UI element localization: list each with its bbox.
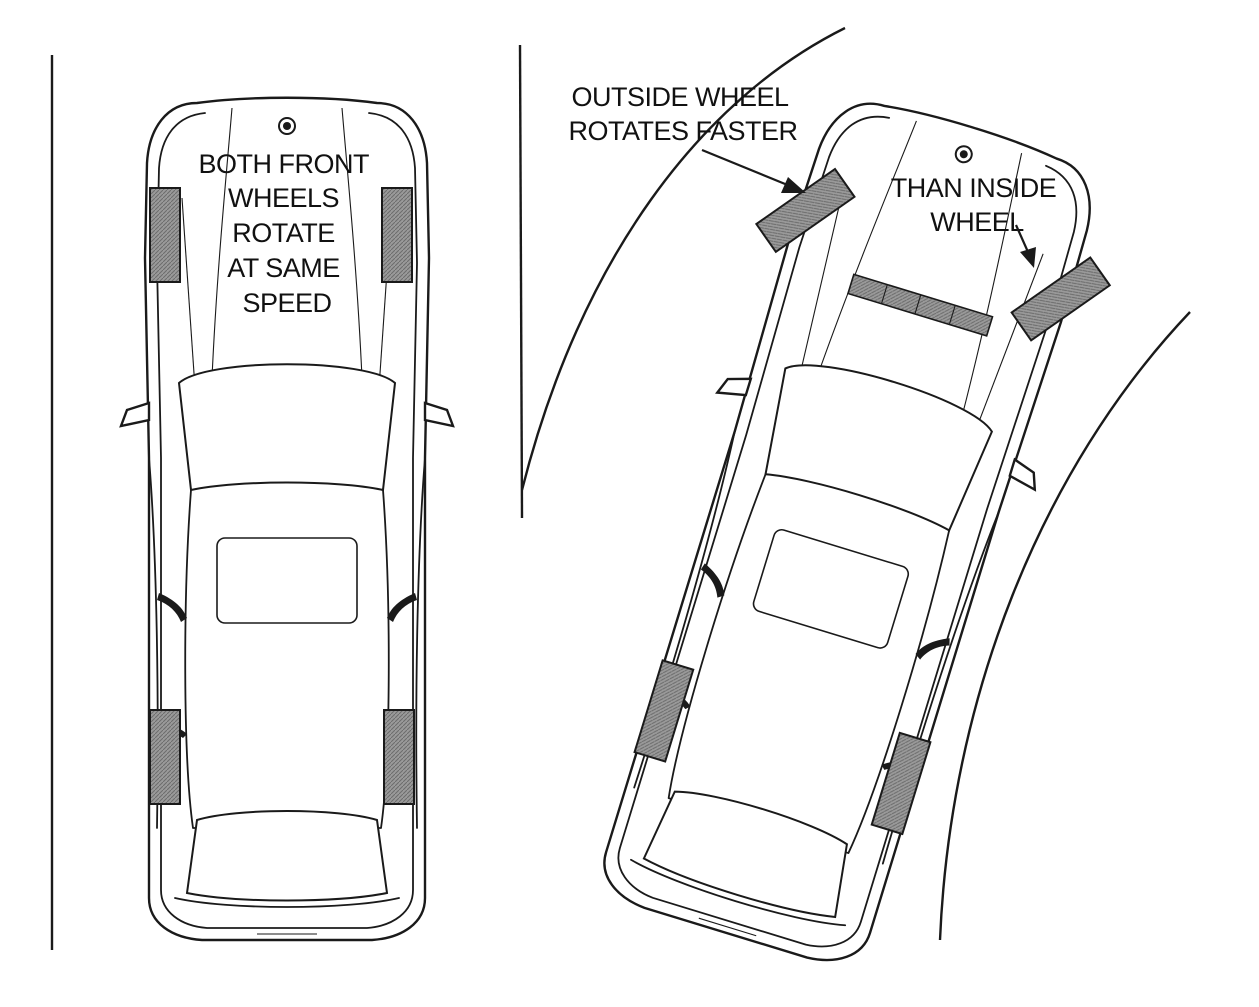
label-outside-line-2: ROTATES FASTER — [568, 116, 797, 146]
arrow-inside-wheel — [1014, 224, 1036, 268]
label-straight-line-3: ROTATE — [232, 218, 335, 248]
label-straight-line-5: SPEED — [242, 288, 331, 318]
road-curve-inner — [938, 311, 1191, 941]
car-straight — [119, 96, 455, 942]
wheel-outside-rear — [633, 659, 695, 763]
wheel-rear-left — [149, 709, 181, 805]
car-turning — [565, 77, 1132, 983]
label-inside-line-2: WHEEL — [930, 207, 1024, 237]
wheel-front-left — [149, 187, 181, 283]
label-outside-wheel: OUTSIDE WHEEL ROTATES FASTER — [568, 82, 797, 146]
label-inside-line-1: THAN INSIDE — [891, 173, 1057, 203]
wheel-rear-right — [383, 709, 415, 805]
label-straight-line-4: AT SAME — [227, 253, 340, 283]
label-straight: BOTH FRONT WHEELS ROTATE AT SAME SPEED — [198, 149, 375, 318]
road-curve-outer — [520, 26, 846, 491]
wheel-outside-front — [754, 167, 856, 254]
arrow-outside-wheel — [701, 148, 806, 193]
road-divider — [518, 44, 524, 519]
label-straight-line-2: WHEELS — [228, 183, 339, 213]
label-straight-line-1: BOTH FRONT — [198, 149, 368, 179]
wheel-inside-front — [1010, 256, 1112, 342]
wheel-front-right — [381, 187, 413, 283]
wheel-inside-rear — [870, 731, 932, 836]
air-intake — [846, 273, 994, 337]
label-inside-wheel: THAN INSIDE WHEEL — [891, 173, 1064, 237]
label-outside-line-1: OUTSIDE WHEEL — [571, 82, 789, 112]
